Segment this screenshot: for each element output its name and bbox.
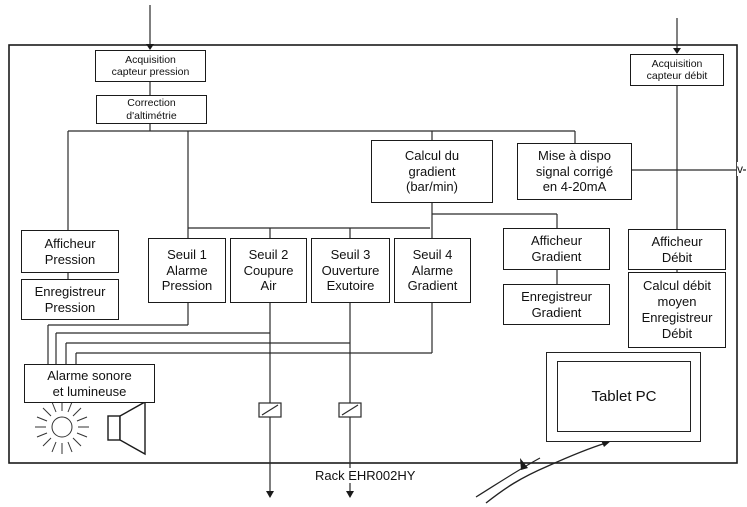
calcul-debit-box: Calcul débit moyen Enregistreur Débit — [628, 272, 726, 348]
rack-label: Rack EHR002HY — [313, 468, 418, 483]
seuil-2-box: Seuil 2 Coupure Air — [230, 238, 307, 303]
acquisition-debit-box: Acquisition capteur débit — [630, 54, 724, 86]
seuil-4-box: Seuil 4 Alarme Gradient — [394, 238, 471, 303]
mise-a-dispo-box: Mise à dispo signal corrigé en 4-20mA — [517, 143, 632, 200]
enregistreur-gradient-box: Enregistreur Gradient — [503, 284, 610, 325]
tablet-pc-screen: Tablet PC — [557, 361, 691, 432]
seuil-1-box: Seuil 1 Alarme Pression — [148, 238, 226, 303]
correction-altimetrie-box: Correction d'altimétrie — [96, 95, 207, 124]
calcul-gradient-box: Calcul du gradient (bar/min) — [371, 140, 493, 203]
arrow-down-icon — [266, 491, 274, 498]
arrow-down-icon — [673, 48, 681, 54]
afficheur-pression-box: Afficheur Pression — [21, 230, 119, 273]
acquisition-pression-box: Acquisition capteur pression — [95, 50, 206, 82]
rack-frame — [8, 44, 738, 464]
sun-icon — [35, 400, 89, 454]
afficheur-gradient-box: Afficheur Gradient — [503, 228, 610, 270]
cable-icon — [485, 442, 607, 504]
alarme-sonore-box: Alarme sonore et lumineuse — [24, 364, 155, 403]
seuil-3-box: Seuil 3 Ouverture Exutoire — [311, 238, 390, 303]
arrow-down-icon — [346, 491, 354, 498]
afficheur-debit-box: Afficheur Débit — [628, 229, 726, 270]
truncated-output-mark: v — [737, 162, 743, 176]
enregistreur-pression-box: Enregistreur Pression — [21, 279, 119, 320]
speaker-icon — [107, 400, 146, 456]
arrow-down-icon — [146, 44, 154, 50]
